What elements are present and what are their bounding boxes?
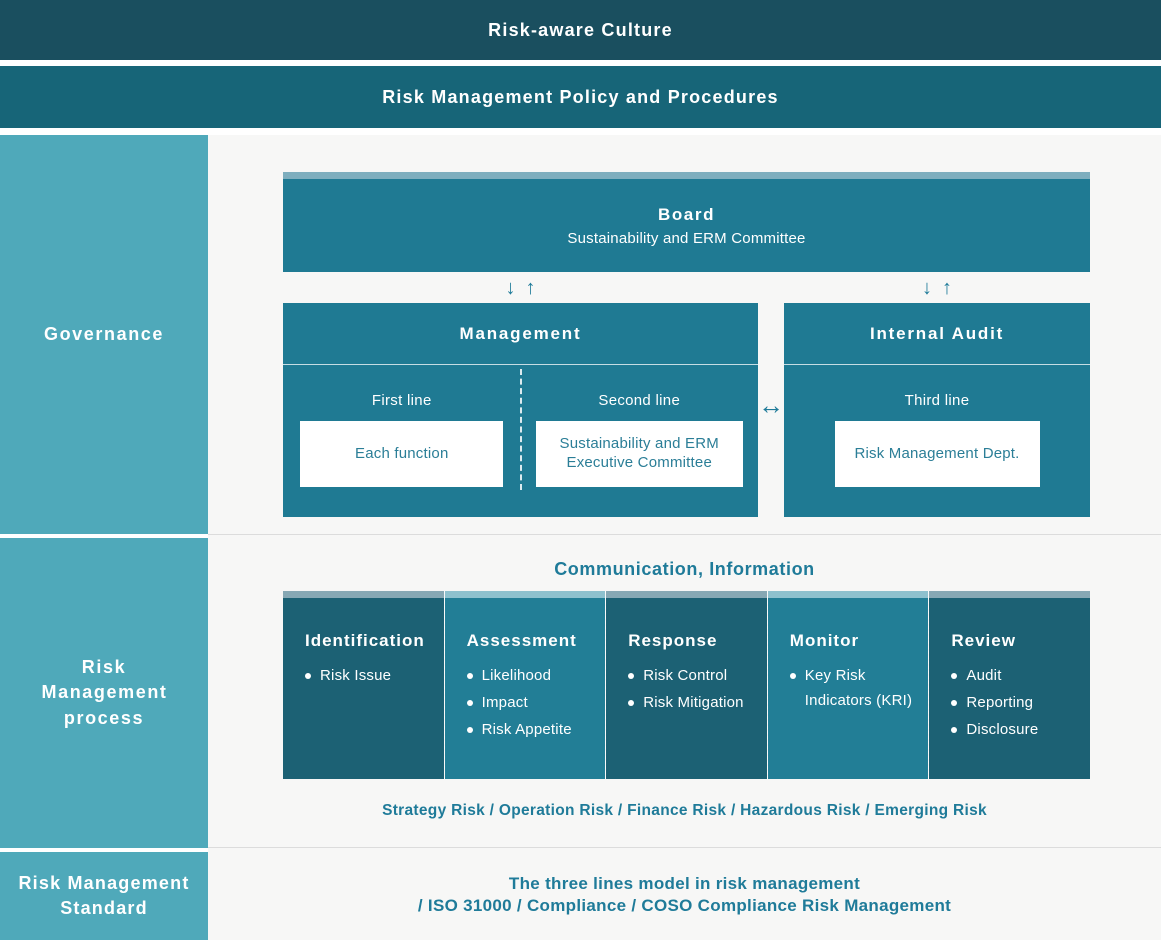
first-line-label: First line [371,392,432,409]
bullet-icon [628,673,635,679]
section-governance: Board Sustainability and ERM Committee ↓… [208,135,1161,534]
list-item: Disclosure [951,718,1080,743]
sidebar-governance-label: Governance [43,323,165,344]
board-subtitle: Sustainability and ERM Committee [567,229,806,247]
standard-line-1: The three lines model in risk management [508,874,861,893]
third-line-section: Third line Risk Management Dept. [784,365,1090,516]
column-accent-strip [444,591,606,598]
sidebar-item-governance: Governance [0,135,208,534]
first-second-line-divider [520,369,522,490]
process-columns: Identification Risk Issue Assessment [283,591,1090,779]
column-monitor: Monitor Key Risk Indicators (KRI) [766,591,929,779]
bullet-icon [951,726,958,733]
standard-line-2: / ISO 31000 / Compliance / COSO Complian… [417,896,952,916]
list-item: Risk Issue [305,664,434,689]
first-line-section: First line Each function [283,365,521,516]
column-title: Response [628,631,718,650]
list-item: Reporting [951,691,1080,716]
column-title: Review [951,631,1016,650]
sidebar: Governance Risk Management process Risk … [0,135,208,940]
column-accent-strip [606,591,767,598]
sidebar-item-risk-management-standard: Risk Management Standard [0,852,208,940]
column-identification: Identification Risk Issue [283,591,444,779]
bullet-icon [466,726,473,733]
management-body: First line Each function Second line Sus… [283,365,758,516]
column-response: Response Risk Control Risk Mitigation [605,591,767,779]
second-line-section: Second line Sustainability and ERM Execu… [521,365,759,516]
bullet-icon [951,699,958,706]
board-title: Board [657,204,716,224]
bullet-icon [466,699,473,706]
internal-audit-title: Internal Audit [784,303,1090,365]
up-arrow-icon: ↑ [525,276,536,299]
list-item: Key Risk Indicators (KRI) [789,664,919,714]
management-title: Management [283,303,758,365]
list-item: Risk Appetite [466,718,596,743]
list-item: Risk Control [628,664,757,689]
list-item: Audit [951,664,1080,689]
board-body: Board Sustainability and ERM Committee [283,179,1090,272]
section-risk-management-process: Communication, Information Identificatio… [208,534,1161,847]
internal-audit-box: Internal Audit Third line Risk Managemen… [784,303,1090,517]
banner-risk-policy: Risk Management Policy and Procedures [0,66,1161,128]
column-title: Identification [305,631,425,650]
section-risk-management-standard: The three lines model in risk management… [208,847,1161,939]
board-box: Board Sustainability and ERM Committee [283,172,1090,272]
bullet-icon [628,699,635,706]
second-line-label: Second line [598,392,681,409]
banner-risk-policy-label: Risk Management Policy and Procedures [382,86,779,107]
bullet-icon [951,673,958,679]
risk-management-dept-card: Risk Management Dept. [834,421,1040,487]
column-accent-strip [929,591,1090,598]
column-review: Review Audit Reporting Dis [928,591,1090,779]
bullet-icon [789,673,796,679]
down-arrow-icon: ↓ [505,276,516,299]
management-audit-arrow: ↔ [758,390,784,420]
erm-executive-committee-card: Sustainability and ERM Executive Committ… [535,421,743,487]
content-row: Governance Risk Management process Risk … [0,135,1161,940]
list-item: Risk Mitigation [628,691,757,716]
sidebar-item-risk-management-process: Risk Management process [0,538,208,848]
up-arrow-icon: ↑ [942,276,952,299]
bullet-icon [466,673,473,679]
board-accent-strip [283,172,1090,179]
management-box: Management First line Each function Seco… [283,303,758,517]
risk-management-dept-label: Risk Management Dept. [854,444,1020,462]
banner-risk-aware-culture: Risk-aware Culture [0,0,1161,60]
left-right-arrow-icon: ↔ [758,389,784,420]
column-title: Monitor [789,631,860,650]
risk-types-line: Strategy Risk / Operation Risk / Finance… [382,802,987,819]
down-arrow-icon: ↓ [922,276,932,299]
main-area: Board Sustainability and ERM Committee ↓… [208,135,1161,940]
each-function-label: Each function [355,444,449,462]
board-audit-arrows: ↓ ↑ [784,273,1090,303]
erm-executive-committee-label: Sustainability and ERM Executive Committ… [559,435,719,471]
internal-audit-body: Third line Risk Management Dept. [784,365,1090,516]
list-item: Impact [466,691,596,716]
sidebar-process-label: Risk Management process [41,657,168,728]
each-function-card: Each function [300,421,504,487]
list-item: Likelihood [466,664,596,689]
column-assessment: Assessment Likelihood Impact [443,591,606,779]
standard-text: The three lines model in risk management… [208,848,1161,918]
column-title: Assessment [466,631,577,650]
board-management-arrows: ↓ ↑ [283,273,758,303]
column-accent-strip [283,591,444,598]
communication-information-heading: Communication, Information [554,559,815,579]
bullet-icon [305,673,311,679]
third-line-label: Third line [904,392,970,409]
banner-risk-aware-culture-label: Risk-aware Culture [488,19,673,40]
column-accent-strip [767,591,929,598]
sidebar-standard-label: Risk Management Standard [18,872,190,918]
